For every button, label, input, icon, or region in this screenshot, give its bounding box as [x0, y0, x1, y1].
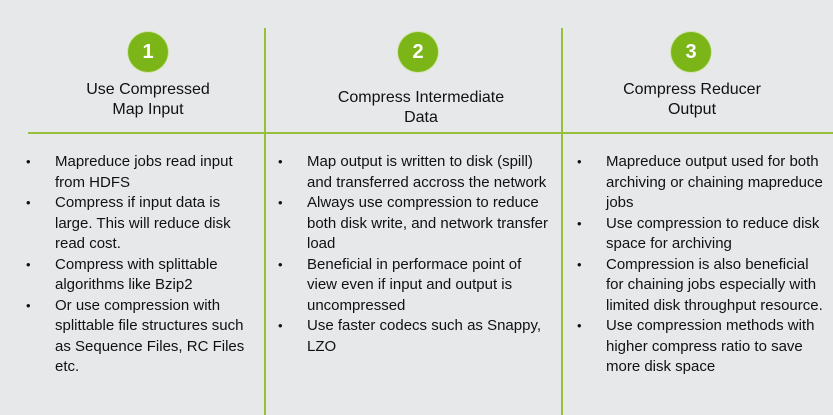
bullet-icon: •	[26, 297, 31, 313]
bullet-icon: •	[577, 256, 582, 272]
step-badge-2: 2	[398, 32, 438, 72]
list-item: •Mapreduce output used for both archivin…	[577, 153, 823, 211]
list-item: •Or use compression with splittable file…	[26, 296, 245, 376]
list-item: •Compress if input data is large. This w…	[26, 194, 231, 252]
column-heading-2: Compress Intermediate Data	[337, 89, 505, 126]
bullet-icon: •	[278, 256, 283, 272]
bullet-icon: •	[278, 318, 283, 333]
bullet-icon: •	[577, 154, 582, 169]
list-item: •Use compression to reduce disk space fo…	[577, 214, 820, 253]
bullet-icon: •	[26, 256, 31, 272]
bullet-icon: •	[577, 215, 582, 231]
header-divider	[28, 132, 833, 134]
bullet-icon: •	[26, 195, 31, 210]
step-badge-3: 3	[671, 32, 711, 72]
bullet-icon: •	[577, 318, 582, 333]
column-heading-1: Use Compressed Map Input	[86, 81, 210, 118]
list-item: •Compression is also beneficial for chai…	[577, 255, 823, 314]
column-heading-3: Compress Reducer Output	[623, 81, 761, 118]
point-list-3: •Mapreduce output used for both archivin…	[575, 152, 825, 378]
column-3: 3 Compress Reducer Output •Mapreduce out…	[563, 0, 833, 415]
step-badge-1: 1	[128, 32, 168, 72]
point-list-2: •Map output is written to disk (spill) a…	[276, 152, 551, 357]
list-item: •Use compression methods with higher com…	[577, 317, 815, 375]
column-divider-1	[264, 28, 266, 415]
bullet-icon: •	[278, 154, 283, 169]
bullet-icon: •	[26, 154, 31, 169]
column-1: 1 Use Compressed Map Input •Mapreduce jo…	[0, 0, 264, 415]
list-item: •Always use compression to reduce both d…	[278, 194, 548, 252]
list-item: •Mapreduce jobs read input from HDFS	[26, 153, 233, 191]
column-2: 2 Compress Intermediate Data •Map output…	[266, 0, 561, 415]
point-list-1: •Mapreduce jobs read input from HDFS •Co…	[24, 152, 256, 378]
bullet-icon: •	[278, 195, 283, 210]
column-divider-2	[561, 28, 563, 415]
list-item: •Map output is written to disk (spill) a…	[278, 153, 547, 191]
list-item: •Use faster codecs such as Snappy, LZO	[278, 317, 542, 355]
list-item: •Compress with splittable algorithms lik…	[26, 255, 218, 294]
list-item: •Beneficial in performace point of view …	[278, 255, 522, 314]
